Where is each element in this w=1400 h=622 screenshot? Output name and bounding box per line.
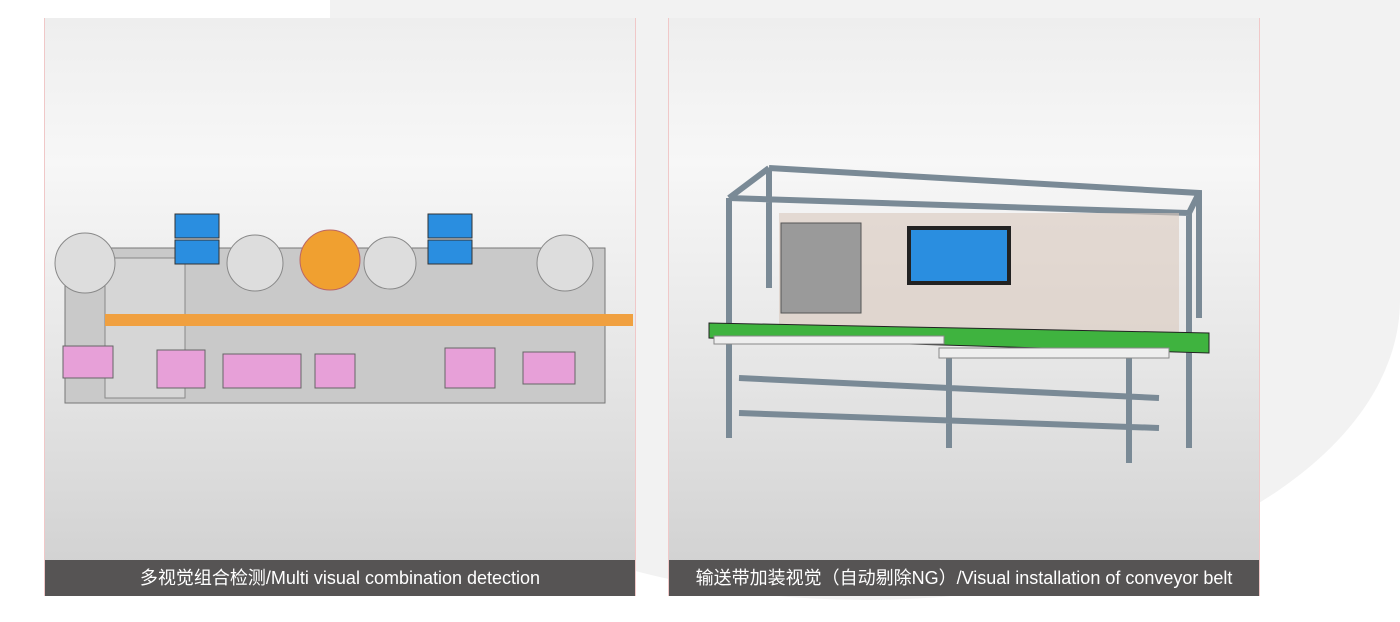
caption: 输送带加装视觉（自动剔除NG）/Visual installation of c… xyxy=(669,560,1259,596)
panel-multi-visual: 多视觉组合检测/Multi visual combination detecti… xyxy=(44,18,636,596)
conveyor-machine-image xyxy=(708,165,1210,463)
multi-visual-machine-image xyxy=(54,213,633,404)
caption: 多视觉组合检测/Multi visual combination detecti… xyxy=(45,560,635,596)
panel-conveyor-vision: 输送带加装视觉（自动剔除NG）/Visual installation of c… xyxy=(668,18,1260,596)
